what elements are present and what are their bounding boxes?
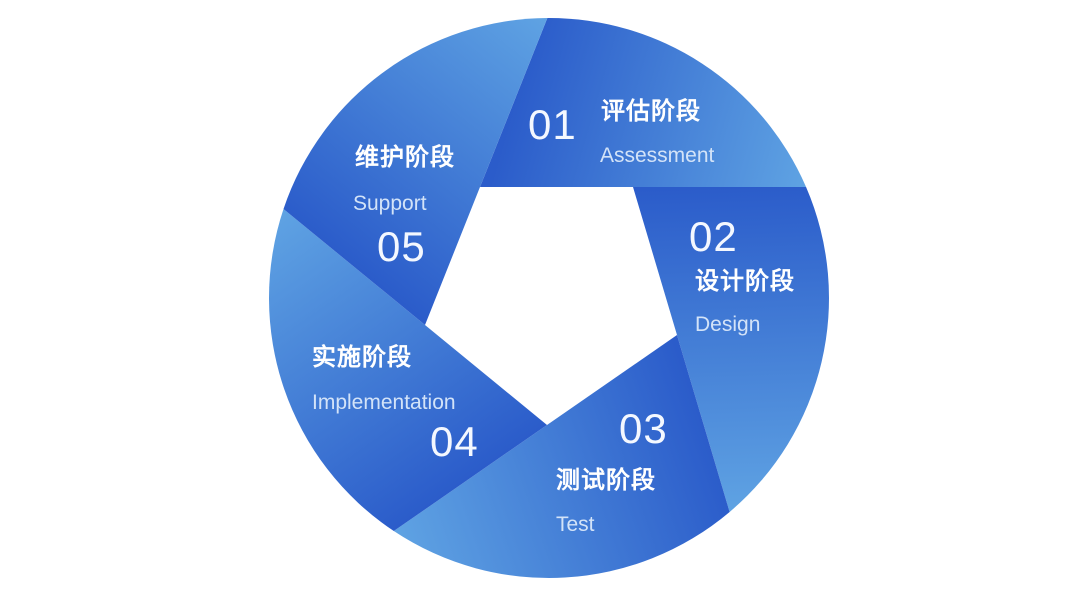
stage-03-blade (393, 335, 730, 579)
stage-02-title: 设计阶段 (695, 268, 795, 295)
stage-01-subtitle: Assessment (600, 144, 715, 167)
stage-01-number: 01 (528, 101, 577, 148)
stage-02-subtitle: Design (695, 313, 761, 336)
stage-04-title: 实施阶段 (312, 344, 412, 371)
stage-05-subtitle: Support (353, 192, 427, 215)
stage-03-subtitle: Test (556, 513, 595, 536)
stage-01-title: 评估阶段 (601, 98, 701, 125)
stage-03-number: 03 (619, 405, 668, 452)
stage-04-subtitle: Implementation (312, 391, 456, 414)
stage-04-number: 04 (430, 418, 479, 465)
stage-05-blade (283, 18, 548, 325)
stage-05-number: 05 (377, 223, 426, 270)
stage-02-blade (633, 187, 829, 512)
stage-05-title: 维护阶段 (355, 144, 455, 171)
stage-01-blade (480, 18, 807, 187)
stage-02-number: 02 (689, 213, 738, 260)
stage-04-blade (269, 209, 547, 532)
stage-03-title: 测试阶段 (556, 467, 656, 494)
